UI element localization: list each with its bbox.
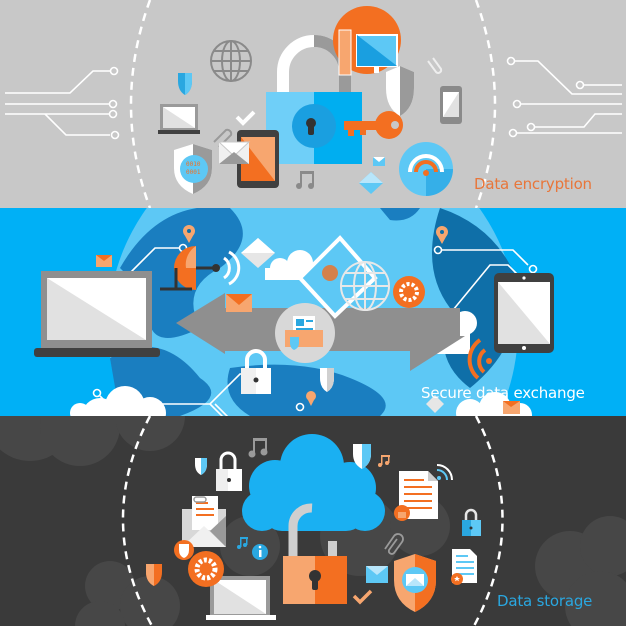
music-note-icon bbox=[248, 438, 268, 458]
banner-label-storage: Data storage bbox=[497, 592, 593, 610]
dashed-circle bbox=[129, 0, 497, 208]
svg-text:0010: 0010 bbox=[186, 161, 201, 168]
paperclip-icon bbox=[213, 128, 233, 148]
envelope-icon bbox=[373, 157, 385, 166]
wifi-icon bbox=[399, 142, 453, 196]
cloud-icon bbox=[242, 434, 385, 531]
paperclip-icon bbox=[384, 533, 404, 555]
envelope-icon bbox=[182, 496, 226, 547]
key-icon bbox=[344, 111, 403, 139]
music-note-icon bbox=[296, 171, 314, 189]
info-icon bbox=[252, 544, 268, 560]
gear-icon bbox=[393, 276, 425, 308]
svg-text:0001: 0001 bbox=[186, 169, 201, 176]
document-icon bbox=[451, 549, 477, 585]
cloud-icon bbox=[70, 386, 166, 416]
encryption-illustration: 0010 0001 bbox=[5, 0, 622, 208]
exchange-illustration bbox=[34, 208, 554, 416]
binary-shield-icon: 0010 0001 bbox=[174, 144, 212, 194]
envelope-icon bbox=[426, 395, 444, 413]
padlock-icon bbox=[462, 508, 481, 536]
shield-icon bbox=[353, 444, 371, 469]
location-pin-icon bbox=[436, 226, 448, 244]
padlock-icon bbox=[241, 349, 271, 394]
document-icon bbox=[394, 471, 438, 521]
tablet-icon bbox=[494, 273, 554, 353]
envelope-icon bbox=[241, 238, 275, 268]
globe-icon bbox=[210, 40, 252, 82]
padlock-icon bbox=[216, 451, 242, 491]
shield-icon bbox=[386, 66, 414, 116]
banner-data-storage: Data storage bbox=[0, 416, 626, 626]
checkmark-icon bbox=[352, 589, 373, 605]
envelope-icon bbox=[217, 141, 251, 164]
shield-icon bbox=[178, 73, 192, 95]
laptop-icon bbox=[158, 104, 200, 134]
envelope-icon bbox=[359, 172, 383, 194]
envelope-icon bbox=[226, 294, 252, 312]
computer-icon bbox=[333, 6, 401, 76]
document-icon bbox=[275, 303, 335, 363]
music-note-icon bbox=[237, 537, 248, 549]
paperclip-icon bbox=[427, 57, 443, 74]
gear-icon bbox=[188, 551, 224, 587]
dashed-circle bbox=[121, 416, 504, 626]
laptop-icon bbox=[206, 576, 276, 620]
shield-icon bbox=[174, 540, 194, 560]
paperclip-icon bbox=[181, 337, 199, 355]
shield-icon bbox=[195, 458, 207, 475]
checkmark-icon bbox=[235, 110, 256, 126]
satellite-dish-icon bbox=[160, 246, 241, 291]
padlock-icon bbox=[283, 503, 347, 604]
envelope-icon bbox=[503, 401, 520, 414]
wifi-icon bbox=[436, 464, 453, 481]
wifi-icon bbox=[467, 338, 492, 380]
shield-icon bbox=[146, 564, 162, 586]
location-pin-icon bbox=[183, 225, 195, 243]
smartphone-icon bbox=[440, 86, 462, 124]
music-note-icon bbox=[378, 455, 390, 467]
banner-label-exchange: Secure data exchange bbox=[421, 384, 585, 402]
shield-icon bbox=[320, 368, 334, 392]
storage-illustration bbox=[0, 416, 626, 626]
globe-icon bbox=[340, 261, 390, 311]
shield-icon bbox=[394, 554, 436, 612]
link-icon bbox=[193, 496, 207, 503]
circuit-lines-right bbox=[506, 56, 622, 138]
circuit-lines-left bbox=[5, 66, 120, 140]
banner-data-encryption: 0010 0001 Data encryption bbox=[0, 0, 626, 208]
location-pin-icon bbox=[306, 391, 316, 406]
laptop-icon bbox=[34, 271, 160, 357]
envelope-icon bbox=[96, 255, 112, 267]
banner-label-encryption: Data encryption bbox=[474, 175, 592, 193]
banner-secure-data-exchange: Secure data exchange bbox=[0, 208, 626, 416]
envelope-icon bbox=[366, 566, 388, 583]
